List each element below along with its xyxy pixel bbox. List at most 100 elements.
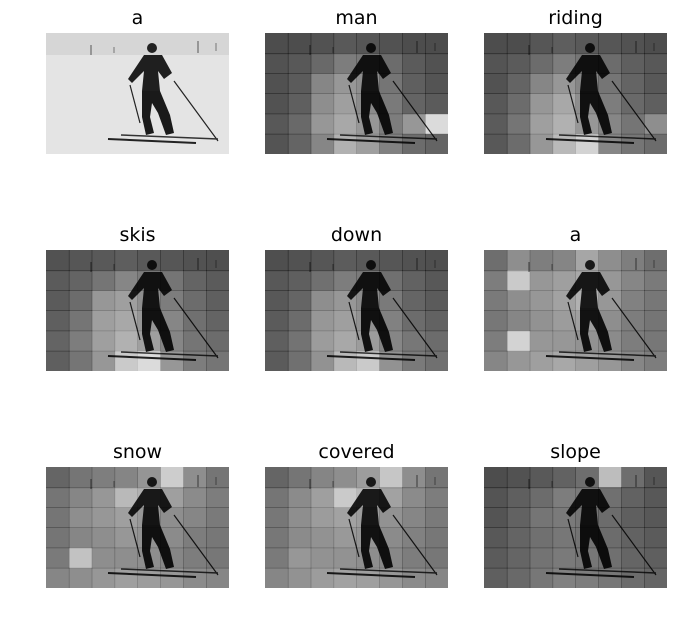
skier-image (46, 33, 229, 154)
attention-cell (68, 507, 93, 528)
attention-cell (183, 330, 207, 352)
attention-cell (644, 567, 667, 588)
attention-cell (506, 467, 531, 488)
attention-cell (265, 547, 289, 569)
attention-cell (644, 290, 667, 311)
attention-cell (484, 73, 508, 94)
attention-cell (206, 330, 229, 352)
attention-cell (379, 250, 403, 271)
attention-cell (206, 250, 229, 271)
attention-cell (287, 113, 312, 135)
attention-cell (333, 133, 357, 154)
attention-cell (333, 467, 357, 488)
attention-cell (356, 547, 380, 569)
attention-cell (46, 467, 70, 488)
attention-cell (333, 487, 357, 508)
attention-cell (484, 113, 508, 135)
attention-cell (529, 547, 554, 569)
attention-cell (552, 93, 576, 115)
attention-cell (333, 507, 357, 528)
attention-cell (575, 350, 599, 371)
attention-cell (506, 330, 531, 352)
attention-cell (529, 350, 554, 371)
attention-cell (621, 350, 645, 371)
attention-cell (379, 567, 403, 588)
attention-cell (68, 547, 93, 569)
attention-cell (91, 507, 116, 528)
attention-cell (137, 547, 161, 569)
attention-cell (206, 467, 229, 488)
attention-cell (310, 290, 335, 311)
attention-cell (402, 547, 426, 569)
attention-map-image (46, 250, 229, 371)
attention-cell (265, 93, 289, 115)
attention-cell (621, 547, 645, 569)
attention-cell (379, 53, 403, 74)
attention-cell (310, 73, 335, 94)
attention-cell (529, 527, 554, 549)
attention-cell (425, 53, 448, 74)
attention-cell (114, 467, 138, 488)
attention-cell (529, 113, 554, 135)
attention-cell (310, 487, 335, 508)
attention-cell (287, 487, 312, 508)
attention-cell (425, 250, 448, 271)
attention-cell (402, 113, 426, 135)
attention-cell (598, 290, 622, 311)
attention-cell (598, 330, 622, 352)
attention-cell (287, 567, 312, 588)
attention-cell (644, 467, 667, 488)
attention-cell (506, 350, 531, 371)
attention-cell (91, 310, 116, 332)
attention-cell (287, 53, 312, 74)
attention-cell (356, 310, 380, 332)
attention-cell (575, 93, 599, 115)
attention-cell (206, 310, 229, 332)
attention-cell (506, 53, 531, 74)
attention-cell (310, 33, 335, 54)
attention-cell (598, 350, 622, 371)
attention-cell (46, 567, 70, 588)
attention-cell (68, 270, 93, 291)
attention-cell (529, 93, 554, 115)
attention-cell (265, 330, 289, 352)
attention-cell (644, 310, 667, 332)
attention-cell (644, 270, 667, 291)
attention-cell (621, 567, 645, 588)
attention-cell (265, 350, 289, 371)
attention-cell (575, 53, 599, 74)
attention-cell (425, 114, 448, 135)
attention-cell (621, 53, 645, 74)
attention-cell (506, 547, 531, 569)
attention-cell (552, 290, 576, 311)
attention-cell (575, 133, 599, 154)
attention-cell (333, 567, 357, 588)
attention-cell (333, 250, 357, 271)
attention-cell (206, 487, 229, 508)
panel-word: a (569, 224, 582, 246)
attention-cell (621, 330, 645, 352)
attention-cell (183, 507, 207, 528)
attention-cell (310, 547, 335, 569)
attention-cell (598, 310, 622, 332)
attention-cell (621, 527, 645, 549)
attention-cell (552, 567, 576, 588)
attention-cell (183, 487, 207, 508)
attention-cell (402, 330, 426, 352)
attention-cell (484, 567, 508, 588)
attention-cell (379, 73, 403, 94)
attention-cell (552, 270, 576, 291)
attention-cell (287, 507, 312, 528)
attention-cell (575, 270, 599, 291)
attention-cell (621, 93, 645, 115)
attention-cell (265, 53, 289, 74)
attention-cell (529, 73, 554, 94)
attention-cell (310, 250, 335, 271)
attention-cell (529, 310, 554, 332)
attention-cell (598, 93, 622, 115)
attention-cell (484, 290, 508, 311)
attention-cell (484, 33, 508, 54)
attention-cell (644, 507, 667, 528)
attention-cell (484, 527, 508, 549)
attention-cell (402, 350, 426, 371)
